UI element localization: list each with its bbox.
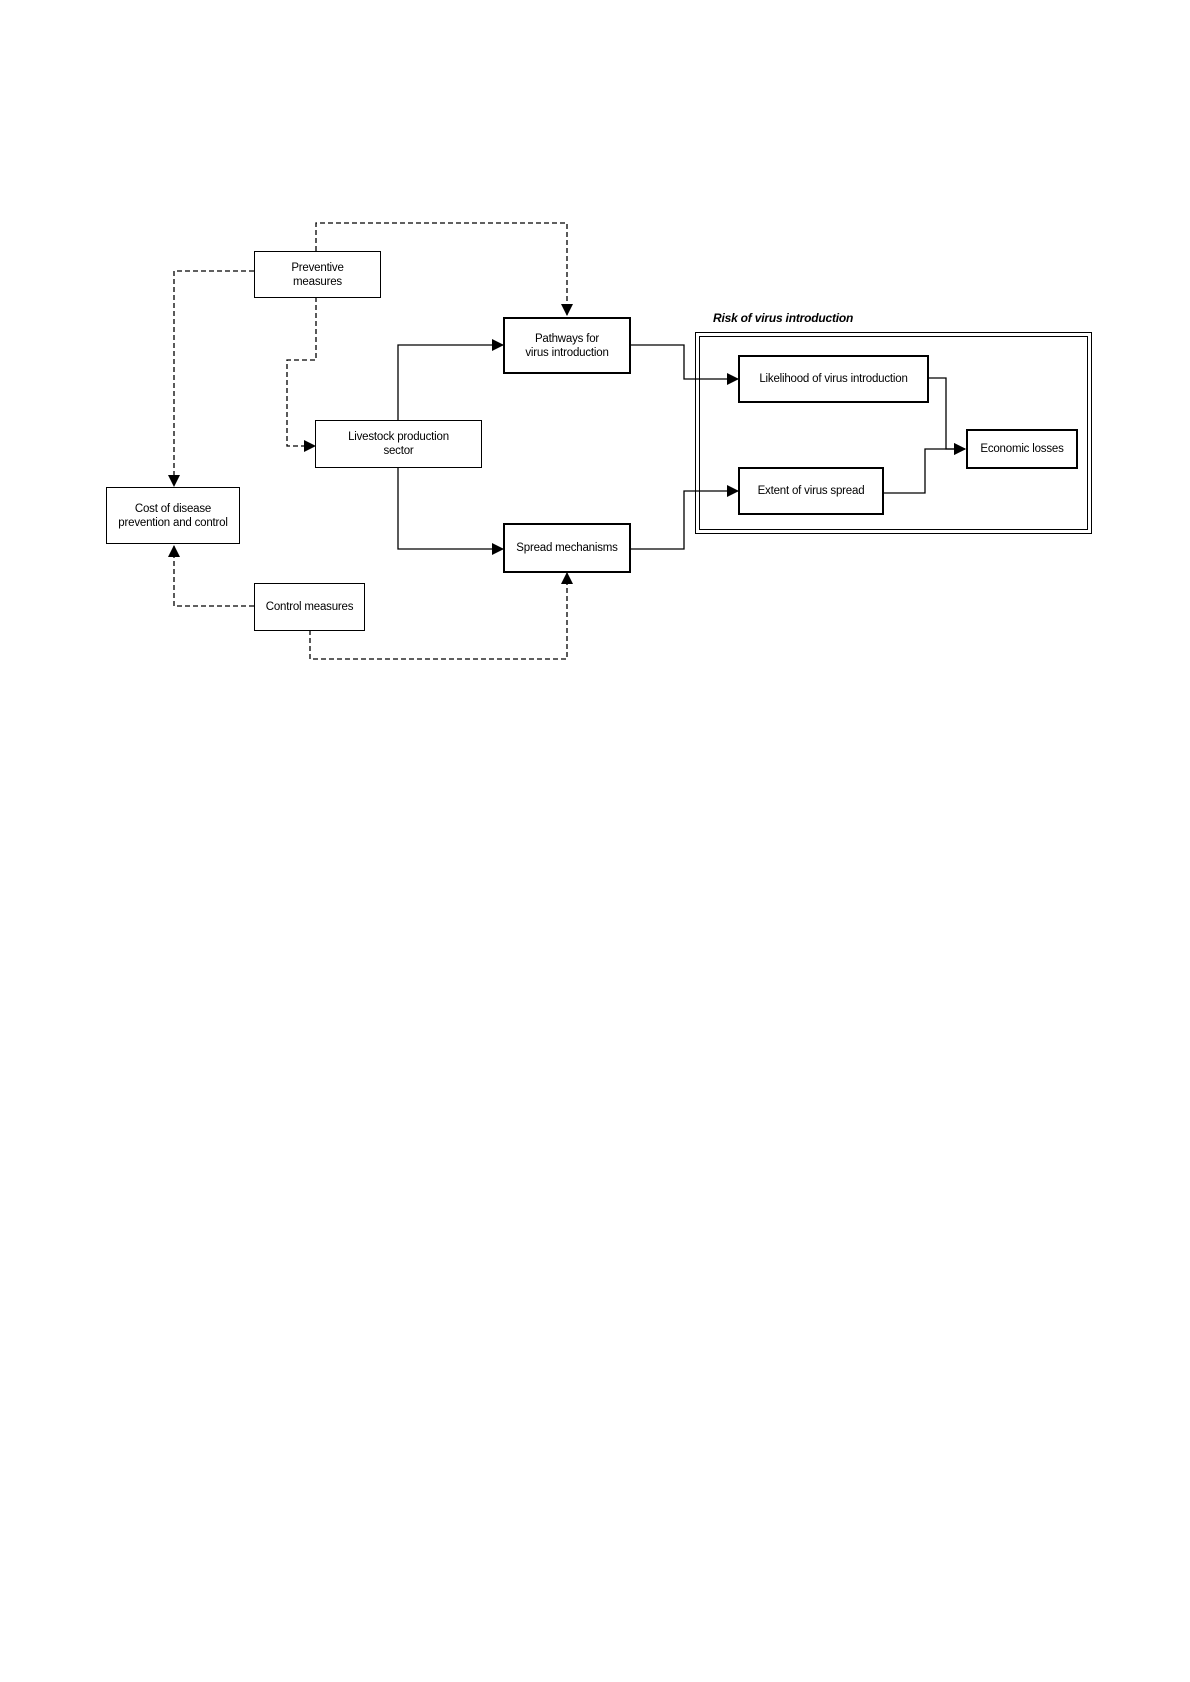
- node-label: Preventive measures: [291, 261, 343, 289]
- node-extent-of-virus-spread: Extent of virus spread: [738, 467, 884, 515]
- node-economic-losses: Economic losses: [966, 429, 1078, 469]
- node-label: Control measures: [266, 600, 354, 614]
- edge-livestock-to-spread: [398, 468, 503, 549]
- node-label: Economic losses: [980, 442, 1063, 456]
- node-label: Pathways for virus introduction: [525, 332, 608, 360]
- node-label: Cost of disease prevention and control: [118, 502, 227, 530]
- node-preventive-measures: Preventive measures: [254, 251, 381, 298]
- node-label: Likelihood of virus introduction: [759, 372, 907, 386]
- edge-control-to-cost: [174, 546, 254, 606]
- edge-livestock-to-pathways: [398, 345, 503, 420]
- node-spread-mechanisms: Spread mechanisms: [503, 523, 631, 573]
- node-livestock-production-sector: Livestock production sector: [315, 420, 482, 468]
- node-control-measures: Control measures: [254, 583, 365, 631]
- node-label: Livestock production sector: [348, 430, 449, 458]
- edge-preventive-to-cost: [174, 271, 254, 486]
- node-pathways-for-virus-introduction: Pathways for virus introduction: [503, 317, 631, 374]
- risk-group-title: Risk of virus introduction: [713, 311, 853, 325]
- node-cost-of-disease-prevention-and-control: Cost of disease prevention and control: [106, 487, 240, 544]
- edge-preventive-to-livestock: [287, 297, 316, 446]
- node-likelihood-of-virus-introduction: Likelihood of virus introduction: [738, 355, 929, 403]
- node-label: Spread mechanisms: [516, 541, 617, 555]
- node-label: Extent of virus spread: [758, 484, 865, 498]
